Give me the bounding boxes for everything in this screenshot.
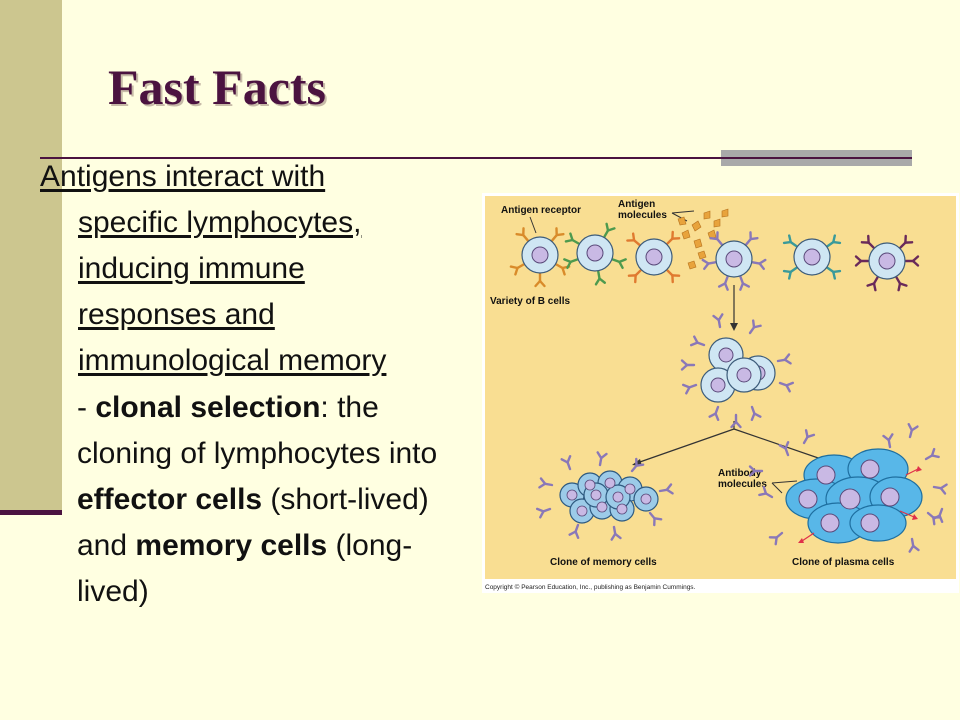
memory-cell-clone bbox=[535, 451, 674, 541]
proliferating-cluster bbox=[680, 313, 795, 429]
bullet-line-3: inducing immune bbox=[78, 252, 305, 285]
sub-bullet-dash: - bbox=[77, 391, 96, 424]
figure-copyright: Copyright © Pearson Education, Inc., pub… bbox=[485, 583, 696, 591]
label-clone-memory-cells: Clone of memory cells bbox=[550, 557, 657, 568]
label-antibody-1: Antibody bbox=[718, 468, 762, 479]
antigen-molecules bbox=[677, 208, 729, 270]
sub-bullet-text-2: (short-lived) and bbox=[77, 483, 429, 562]
pointer-antigen-receptor bbox=[529, 216, 537, 234]
b-cell-1 bbox=[509, 227, 571, 288]
b-cell-3 bbox=[626, 230, 681, 284]
pointer-antibody-molecules bbox=[771, 480, 798, 494]
label-antigen-2: molecules bbox=[618, 210, 667, 221]
left-accent-bar bbox=[0, 0, 62, 514]
term-memory-cells: memory cells bbox=[135, 529, 328, 562]
sub-bullet-text-3: (long-lived) bbox=[77, 529, 413, 608]
sub-bullet-text-1: : the cloning of lymphocytes into bbox=[77, 391, 438, 470]
title-divider-accent-line bbox=[721, 157, 912, 159]
title-divider bbox=[40, 157, 912, 159]
label-clone-plasma-cells: Clone of plasma cells bbox=[792, 557, 895, 568]
secretion-arrows bbox=[801, 468, 919, 542]
label-antigen-1: Antigen bbox=[618, 199, 655, 210]
bullet-line-1: Antigens interact with bbox=[40, 160, 326, 193]
b-cell-5 bbox=[782, 234, 842, 280]
label-antibody-2: molecules bbox=[718, 479, 767, 490]
plasma-cell-clone bbox=[748, 423, 948, 553]
label-variety-of-b-cells: Variety of B cells bbox=[490, 296, 570, 307]
main-bullet: Antigens interact with specific lymphocy… bbox=[40, 154, 480, 384]
term-clonal-selection: clonal selection bbox=[95, 391, 321, 424]
b-cell-selected bbox=[701, 231, 767, 291]
clonal-selection-diagram: Antigen receptor Antigen molecules Varie… bbox=[485, 196, 956, 591]
left-accent-bar-foot bbox=[0, 510, 62, 515]
b-cell-2 bbox=[563, 222, 627, 286]
bullet-line-5: immunological memory bbox=[78, 344, 387, 377]
b-cell-6 bbox=[854, 234, 920, 292]
term-effector-cells: effector cells bbox=[77, 483, 263, 516]
secretion-arrowheads bbox=[798, 466, 922, 543]
slide-title: Fast Facts bbox=[108, 59, 326, 115]
label-antigen-receptor: Antigen receptor bbox=[501, 205, 581, 216]
sub-bullet: - clonal selection: the cloning of lymph… bbox=[77, 385, 477, 615]
clonal-selection-figure: Antigen receptor Antigen molecules Varie… bbox=[482, 193, 959, 593]
variety-of-b-cells bbox=[509, 222, 920, 292]
bullet-line-4: responses and bbox=[78, 298, 275, 331]
bullet-line-2: specific lymphocytes, bbox=[78, 206, 362, 239]
